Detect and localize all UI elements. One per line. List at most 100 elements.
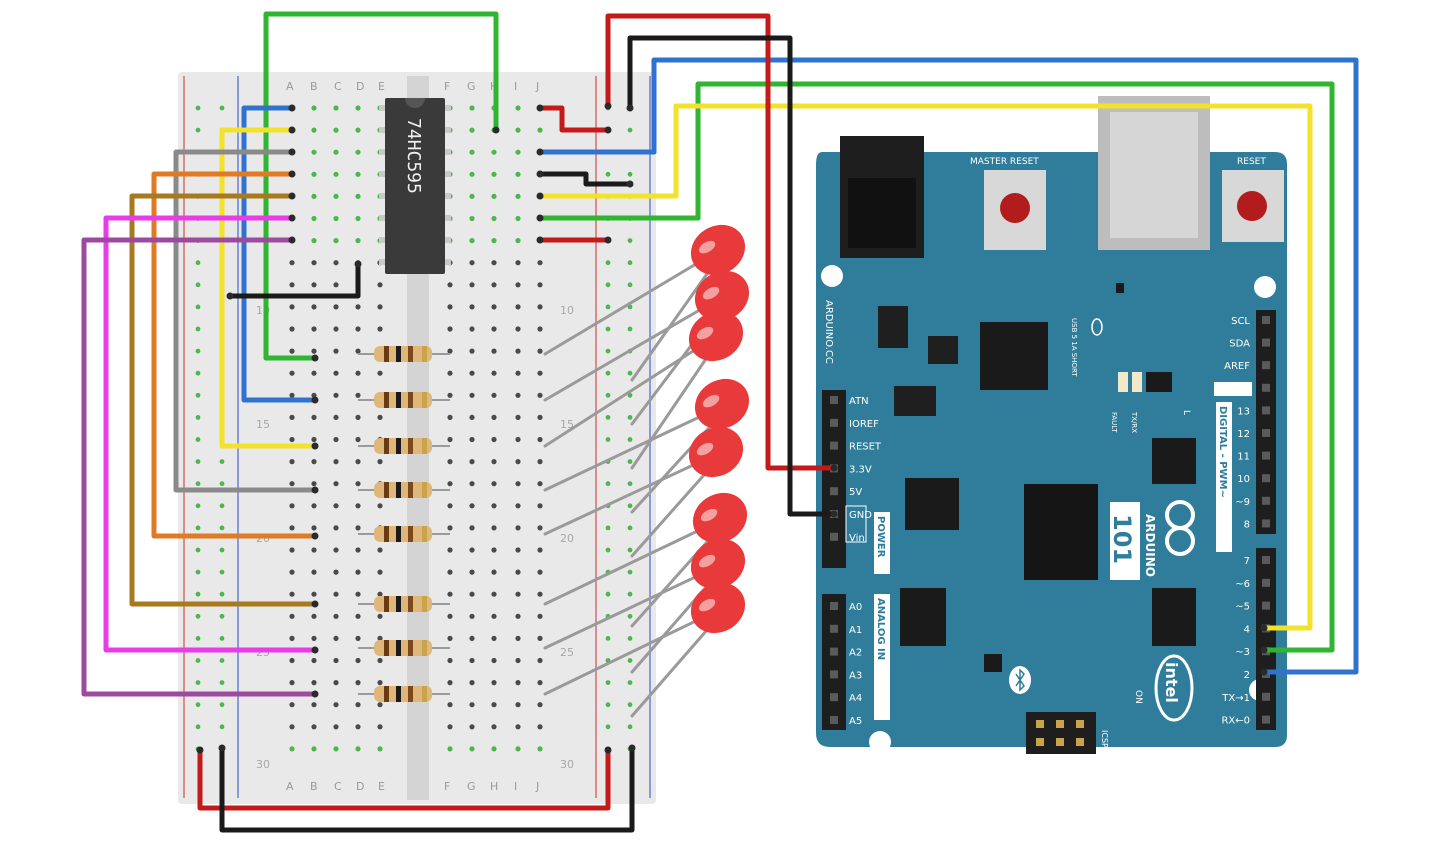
breadboard-hole <box>491 348 497 354</box>
breadboard-hole <box>447 326 453 332</box>
breadboard-hole <box>469 547 475 553</box>
pin-label: 2 <box>1244 670 1250 681</box>
rail-hole <box>627 392 633 398</box>
on-label: ON <box>1133 690 1143 704</box>
col-letter: G <box>467 80 476 93</box>
led <box>543 582 746 718</box>
breadboard-hole <box>289 525 295 531</box>
wire-black-short <box>537 171 633 187</box>
breadboard-hole <box>491 746 497 752</box>
rail-hole <box>627 547 633 553</box>
breadboard-hole <box>447 503 453 509</box>
breadboard-hole <box>355 436 361 443</box>
mounting-hole <box>869 731 891 753</box>
header-pin <box>1262 361 1270 370</box>
pin-label: 10 <box>1237 474 1250 485</box>
pin-label: ~3 <box>1235 647 1250 658</box>
rail-hole <box>219 636 225 641</box>
col-letter: F <box>444 80 450 93</box>
wire-endpoint <box>830 510 838 518</box>
breadboard-hole <box>333 260 339 266</box>
breadboard-hole <box>289 392 295 398</box>
breadboard-hole <box>491 260 497 266</box>
rail-hole <box>219 591 225 597</box>
col-letter: J <box>535 780 539 793</box>
breadboard-hole <box>377 657 383 664</box>
breadboard-hole <box>491 436 497 443</box>
breadboard-hole <box>311 105 317 111</box>
wire-magenta-q <box>103 215 318 653</box>
header-pin <box>830 647 838 656</box>
breadboard-hole <box>469 215 475 222</box>
digital-top-pins <box>1262 316 1270 528</box>
breadboard-hole <box>515 414 521 420</box>
rail-hole <box>605 260 611 266</box>
reset-button[interactable] <box>1222 170 1284 242</box>
gnd-pin-box <box>1214 382 1252 396</box>
breadboard-hole <box>447 436 453 443</box>
breadboard-hole <box>289 414 295 420</box>
wire-endpoint <box>288 236 296 244</box>
breadboard-hole <box>537 525 543 531</box>
wire-endpoint <box>288 170 296 178</box>
pin-label: ~6 <box>1235 579 1250 590</box>
wire-endpoint <box>311 690 319 698</box>
breadboard-hole <box>355 702 361 708</box>
breadboard-hole <box>355 215 361 222</box>
rail-hole <box>195 613 201 619</box>
rail-hole <box>627 702 633 708</box>
arduino-brand: ARDUINO <box>1143 514 1157 577</box>
rail-hole <box>605 348 611 354</box>
col-letter: C <box>334 80 342 93</box>
wire-endpoint <box>218 744 226 752</box>
rail-hole <box>627 171 633 177</box>
breadboard-hole <box>333 171 339 177</box>
breadboard-hole <box>377 304 383 310</box>
breadboard-hole <box>289 724 295 730</box>
breadboard-hole <box>333 326 339 332</box>
col-letter: G <box>467 780 476 793</box>
breadboard-hole <box>333 105 339 111</box>
breadboard-hole <box>447 481 453 487</box>
chip-pin <box>445 259 451 265</box>
breadboard-hole <box>515 746 521 752</box>
breadboard-hole <box>537 304 543 310</box>
breadboard-hole <box>311 436 317 443</box>
wire-red-short <box>537 105 611 133</box>
row-numbers: 10 15 20 25 30 10 15 20 25 30 <box>256 304 574 771</box>
breadboard-hole <box>491 680 497 686</box>
rail-hole <box>627 437 633 442</box>
breadboard-hole <box>469 436 475 443</box>
breadboard-hole <box>311 282 317 288</box>
rail-hole <box>195 326 201 332</box>
col-letter: D <box>356 80 364 93</box>
master-reset-button[interactable] <box>984 170 1046 250</box>
wire-black-bottom-rail <box>219 745 635 833</box>
breadboard-hole <box>469 746 475 752</box>
breadboard-hole <box>515 149 521 155</box>
breadboard-hole <box>515 613 521 619</box>
col-letter: A <box>286 80 294 93</box>
leds <box>543 224 750 718</box>
breadboard-hole <box>447 680 453 686</box>
digital-header-box <box>1216 402 1232 552</box>
breadboard-hole <box>333 591 339 597</box>
pin-label: 5V <box>849 487 862 498</box>
resistor <box>358 596 450 612</box>
breadboard-hole <box>537 724 543 730</box>
wire-orange-q <box>151 171 318 539</box>
chip-pin <box>379 171 385 177</box>
breadboard-hole <box>333 724 339 730</box>
breadboard-hole <box>491 282 497 288</box>
rail-hole <box>219 503 225 509</box>
rail-hole <box>195 724 201 730</box>
breadboard-hole <box>537 613 543 619</box>
breadboard-hole <box>515 724 521 730</box>
breadboard-hole <box>289 304 295 310</box>
breadboard-hole <box>333 525 339 531</box>
breadboard-hole <box>377 414 383 420</box>
rail-hole <box>627 260 633 266</box>
rail-hole <box>605 171 611 177</box>
